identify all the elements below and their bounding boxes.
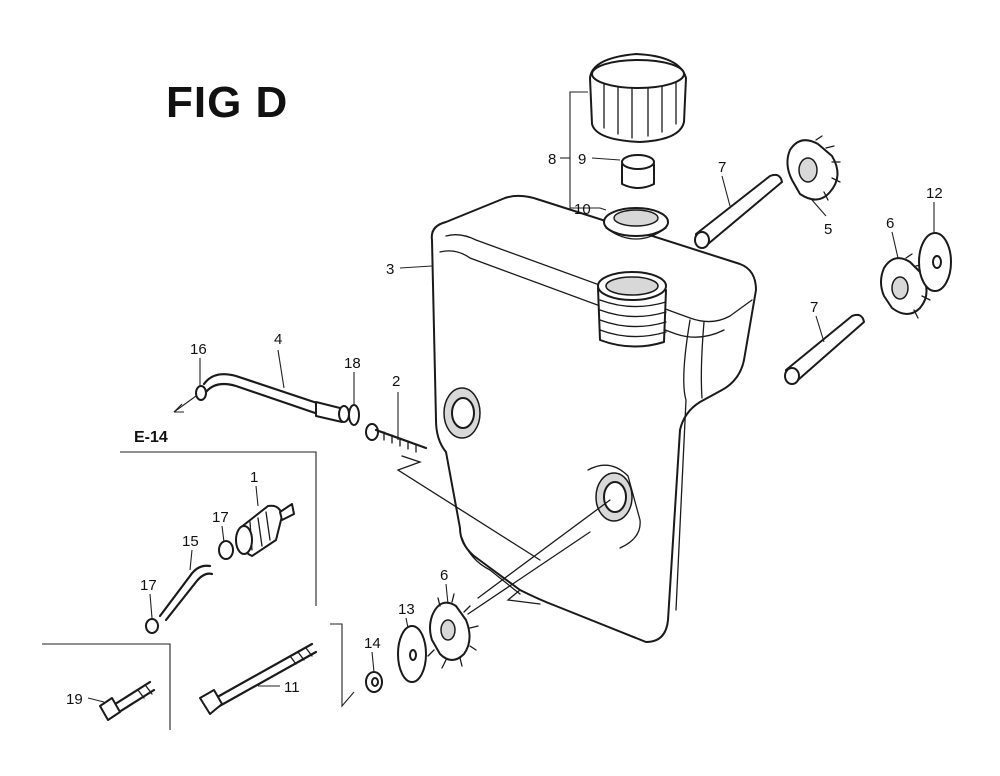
label-part-9: 9 [578,151,586,168]
label-part-6-bottom: 6 [440,567,448,584]
label-part-7-lower: 7 [810,299,818,316]
label-part-18: 18 [344,355,361,372]
grommet-upper [786,135,841,201]
tube-lower [784,313,865,385]
label-part-16: 16 [190,341,207,358]
washer-14 [365,671,383,693]
filler-neck [597,271,667,348]
label-part-7-upper: 7 [718,159,726,176]
label-part-10: 10 [574,201,591,218]
label-part-2: 2 [392,373,400,390]
label-part-15: 15 [182,533,199,550]
leader-lines [87,91,935,708]
label-part-17-lower: 17 [140,577,157,594]
fuel-tube [202,373,350,423]
tube-upper [694,173,783,249]
washer-13 [397,625,427,683]
label-part-6-right: 6 [886,215,894,232]
label-part-17-upper: 17 [212,509,229,526]
filler-cap [589,53,687,143]
label-part-1: 1 [250,469,258,486]
part-labels: 8 9 10 3 7 5 6 12 7 4 16 18 2 E-14 1 17 … [66,151,943,708]
tube-clip-16 [195,385,207,401]
o-ring [348,404,360,426]
tube-clip-17-lower [145,618,159,634]
label-part-19: 19 [66,691,83,708]
label-part-8: 8 [548,151,556,168]
section-outlines [42,451,317,730]
grommet-right [880,253,931,319]
label-part-12: 12 [926,185,943,202]
label-part-5: 5 [824,221,832,238]
label-part-11: 11 [284,679,300,696]
label-part-13: 13 [398,601,415,618]
tube-clip-17-upper [218,540,234,560]
label-part-14: 14 [364,635,381,652]
fuel-joint [365,423,428,453]
fuel-valve [235,503,295,557]
label-part-3: 3 [386,261,394,278]
washer-right [918,232,952,292]
bolt-11 [199,642,318,715]
fuel-tube-15 [158,564,214,622]
fuel-tank [430,194,757,643]
figure-title: FIG D [166,78,289,127]
grommet-bottom [427,593,479,669]
fuel-strainer [603,207,669,240]
cap-seal [621,154,655,189]
bolt-19 [99,680,156,721]
label-part-4: 4 [274,331,282,348]
reference-label-e14: E-14 [134,429,168,446]
